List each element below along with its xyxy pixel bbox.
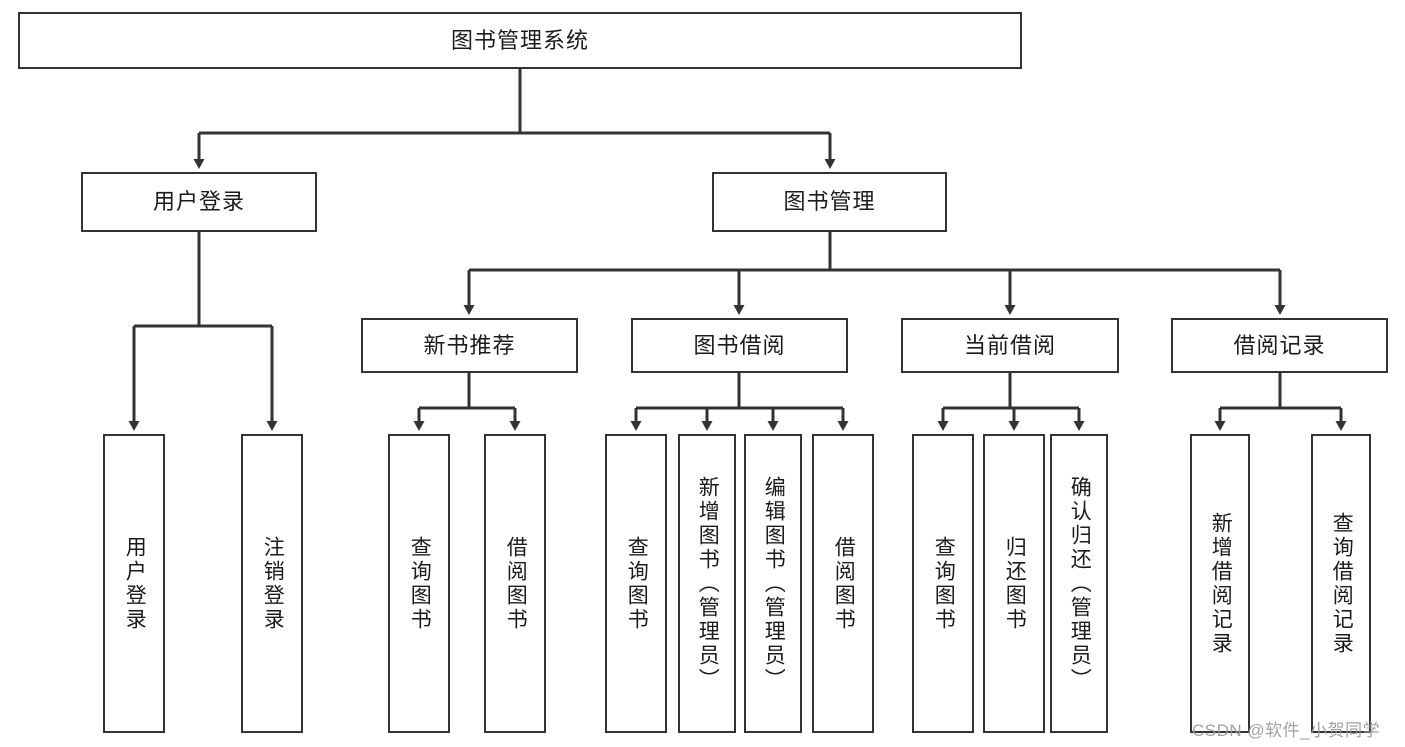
node-label: 借阅图书 bbox=[504, 535, 528, 632]
connector-group-user-login bbox=[128, 232, 278, 431]
leaf-add-borrow-record[interactable]: 新增借阅记录 bbox=[1190, 434, 1250, 733]
node-book-borrow[interactable]: 图书借阅 bbox=[631, 318, 848, 373]
leaf-query-borrow-record[interactable]: 查询借阅记录 bbox=[1311, 434, 1371, 733]
connector-group-book-borrow bbox=[630, 373, 849, 431]
connector-group-current-borrow bbox=[937, 373, 1085, 431]
node-label: 查询图书 bbox=[625, 535, 649, 632]
leaf-borrow-book[interactable]: 借阅图书 bbox=[812, 434, 874, 733]
csdn-watermark: CSDN @软件_小贺同学 bbox=[1192, 721, 1381, 740]
node-label: 注销登录 bbox=[261, 535, 285, 632]
node-label: 新增图书（管理员） bbox=[696, 475, 720, 692]
node-label: 用户登录 bbox=[152, 189, 245, 215]
leaf-return-book[interactable]: 归还图书 bbox=[983, 434, 1045, 733]
leaf-user-login[interactable]: 用户登录 bbox=[103, 434, 165, 733]
node-borrow-record[interactable]: 借阅记录 bbox=[1171, 318, 1388, 373]
node-label: 借阅图书 bbox=[832, 535, 856, 632]
connector-group-book-manage bbox=[463, 232, 1286, 315]
leaf-query-book-borrow[interactable]: 查询图书 bbox=[605, 434, 667, 733]
node-book-manage[interactable]: 图书管理 bbox=[712, 172, 947, 232]
node-label: 用户登录 bbox=[123, 535, 147, 632]
node-label: 图书借阅 bbox=[693, 332, 786, 358]
leaf-edit-book-admin[interactable]: 编辑图书（管理员） bbox=[744, 434, 802, 733]
leaf-query-book-recommend[interactable]: 查询图书 bbox=[388, 434, 450, 733]
node-label: 归还图书 bbox=[1003, 535, 1027, 632]
node-label: 确认归还（管理员） bbox=[1068, 475, 1092, 692]
leaf-add-book-admin[interactable]: 新增图书（管理员） bbox=[678, 434, 736, 733]
node-root-system[interactable]: 图书管理系统 bbox=[18, 12, 1022, 69]
leaf-borrow-book-recommend[interactable]: 借阅图书 bbox=[484, 434, 546, 733]
node-new-book-recommend[interactable]: 新书推荐 bbox=[361, 318, 578, 373]
node-label: 编辑图书（管理员） bbox=[762, 475, 786, 692]
leaf-query-book-current[interactable]: 查询图书 bbox=[912, 434, 974, 733]
node-current-borrow[interactable]: 当前借阅 bbox=[901, 318, 1119, 373]
node-label: 当前借阅 bbox=[963, 332, 1056, 358]
leaf-confirm-return-admin[interactable]: 确认归还（管理员） bbox=[1050, 434, 1108, 733]
connector-group-new-book-rec bbox=[413, 373, 521, 431]
node-label: 查询借阅记录 bbox=[1330, 511, 1354, 656]
node-label: 查询图书 bbox=[408, 535, 432, 632]
connector-group-root bbox=[193, 69, 836, 169]
connector-group-borrow-record bbox=[1214, 373, 1347, 431]
node-label: 借阅记录 bbox=[1233, 332, 1326, 358]
node-label: 新书推荐 bbox=[423, 332, 516, 358]
leaf-logout[interactable]: 注销登录 bbox=[241, 434, 303, 733]
node-label: 查询图书 bbox=[932, 535, 956, 632]
node-label: 新增借阅记录 bbox=[1209, 511, 1233, 656]
node-user-login[interactable]: 用户登录 bbox=[81, 172, 317, 232]
node-label: 图书管理系统 bbox=[450, 27, 589, 53]
node-label: 图书管理 bbox=[783, 189, 876, 215]
